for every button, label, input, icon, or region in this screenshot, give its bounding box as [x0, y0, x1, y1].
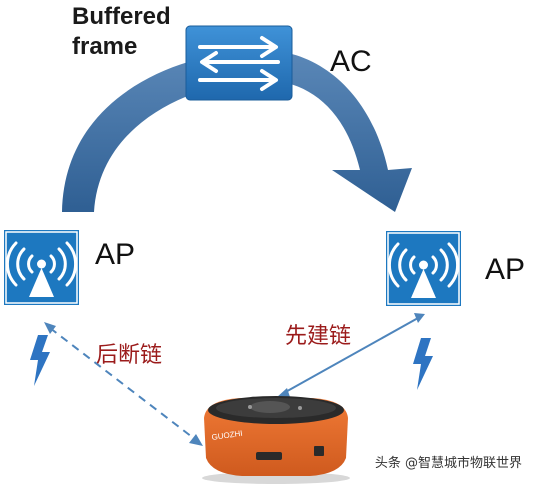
ap-left-label: AP [95, 238, 136, 271]
watermark: 头条 @智慧城市物联世界 [374, 456, 522, 471]
make-before-break-label: 先建链 [285, 324, 352, 349]
break-before-make-label: 后断链 [96, 343, 163, 368]
ac-label: AC [330, 45, 372, 78]
buffered-frame-label: Buffered frame [72, 2, 171, 62]
wireless-ap-icon [2, 228, 81, 307]
wireless-ap-icon [384, 229, 463, 308]
handover-arc-arrow [62, 50, 412, 212]
buffered-frame-line1: Buffered [72, 3, 171, 30]
ap-right-label: AP [485, 253, 526, 286]
new-link-line [276, 313, 425, 398]
lightning-icon [30, 335, 50, 386]
broken-link-line [44, 322, 203, 446]
lightning-icon [413, 338, 433, 390]
ac-switch-icon [185, 25, 293, 101]
robot-brand-text: GUOZHI [211, 429, 243, 442]
buffered-frame-line2: frame [72, 33, 138, 60]
robot-vehicle: GUOZHI [202, 396, 350, 484]
